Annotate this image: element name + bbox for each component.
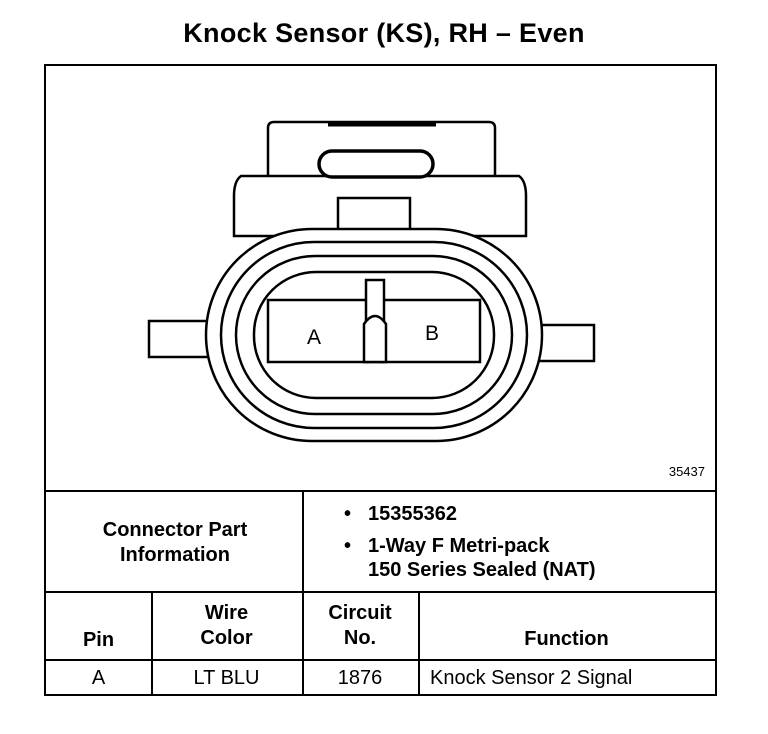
lock-window (317, 149, 435, 179)
connector-part-info-list: • 15355362 • 1-Way F Metri-pack 150 Seri… (304, 494, 714, 582)
header-circuit-no: Circuit No. (328, 602, 392, 649)
divider-header (46, 659, 715, 661)
connector-frame: A B 35437 Connector Part Information • 1… (44, 64, 717, 696)
figure-number: 35437 (668, 464, 705, 479)
left-mounting-tab (147, 319, 211, 359)
col-divider-wire (302, 591, 304, 696)
col-divider-pin (151, 591, 153, 696)
col-divider-circuit (418, 591, 420, 696)
cell-circuit: 1876 (337, 667, 383, 689)
connector-face-illustration: A B (147, 120, 596, 443)
divider-cpi-vertical (302, 490, 304, 591)
connector-type-item: • 1-Way F Metri-pack 150 Series Sealed (… (344, 535, 596, 581)
header-pin: Pin (82, 629, 115, 651)
divider-diagram (46, 490, 715, 492)
divider-slot (362, 314, 388, 364)
diagram-title: Knock Sensor (KS), RH – Even (183, 18, 585, 48)
pin-label-b: B (425, 322, 439, 345)
part-number-item: • 15355362 (344, 503, 457, 525)
header-wire-color: Wire Color (200, 602, 253, 649)
divider-connector-info (46, 591, 715, 593)
right-mounting-tab (534, 323, 596, 363)
terminal-cavity-a (266, 298, 370, 364)
terminal-cavity-b (378, 298, 482, 364)
header-function: Function (524, 628, 609, 650)
pin-label-a: A (307, 326, 321, 349)
connector-drawing: A B 35437 (46, 66, 715, 491)
cell-function: Knock Sensor 2 Signal (430, 667, 633, 689)
cell-wire-color: LT BLU (193, 667, 260, 689)
cell-pin: A (91, 667, 106, 689)
connector-part-info-label: Connector Part Information (102, 519, 248, 566)
